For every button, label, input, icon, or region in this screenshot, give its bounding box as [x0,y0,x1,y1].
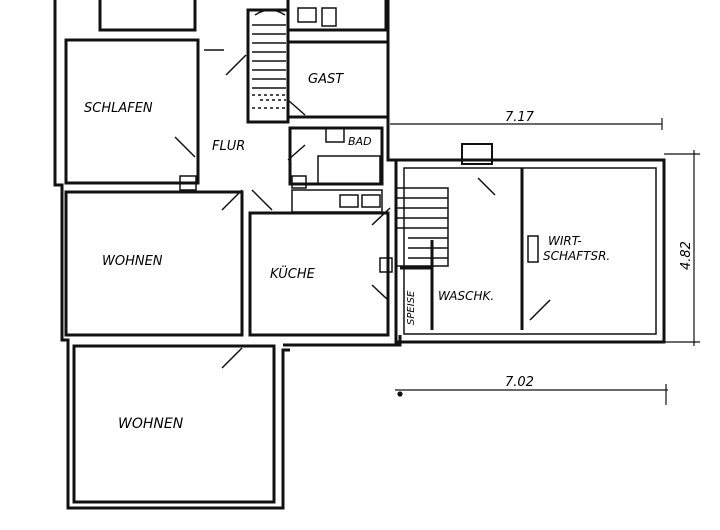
dimension-bottom-width: 7.02 [505,375,534,390]
dimension-lines [390,118,700,405]
label-wohnen-upper: WOHNEN [102,254,163,269]
label-wirtschaftsr-line1: WIRT- [548,234,582,248]
dimension-right-height: 4.82 [679,241,694,270]
staircase-annex [395,187,449,267]
label-schlafen: SCHLAFEN [84,101,153,116]
label-bad: BAD [348,135,372,148]
fixtures [179,7,539,273]
walls-annex [394,143,666,344]
door-swings [174,49,551,369]
label-speise: SPEISE [406,290,417,325]
dimension-top-width: 7.17 [505,110,535,125]
staircase-main [252,9,286,109]
walls-main-house [53,0,402,510]
label-flur: FLUR [212,139,245,154]
label-wirtschaftsr-line2: SCHAFTSR. [543,249,610,263]
label-kueche: KÜCHE [270,265,316,282]
label-waschk: WASCHK. [438,289,494,303]
label-gast: GAST [308,72,344,87]
label-wohnen-lower: WOHNEN [118,416,184,432]
